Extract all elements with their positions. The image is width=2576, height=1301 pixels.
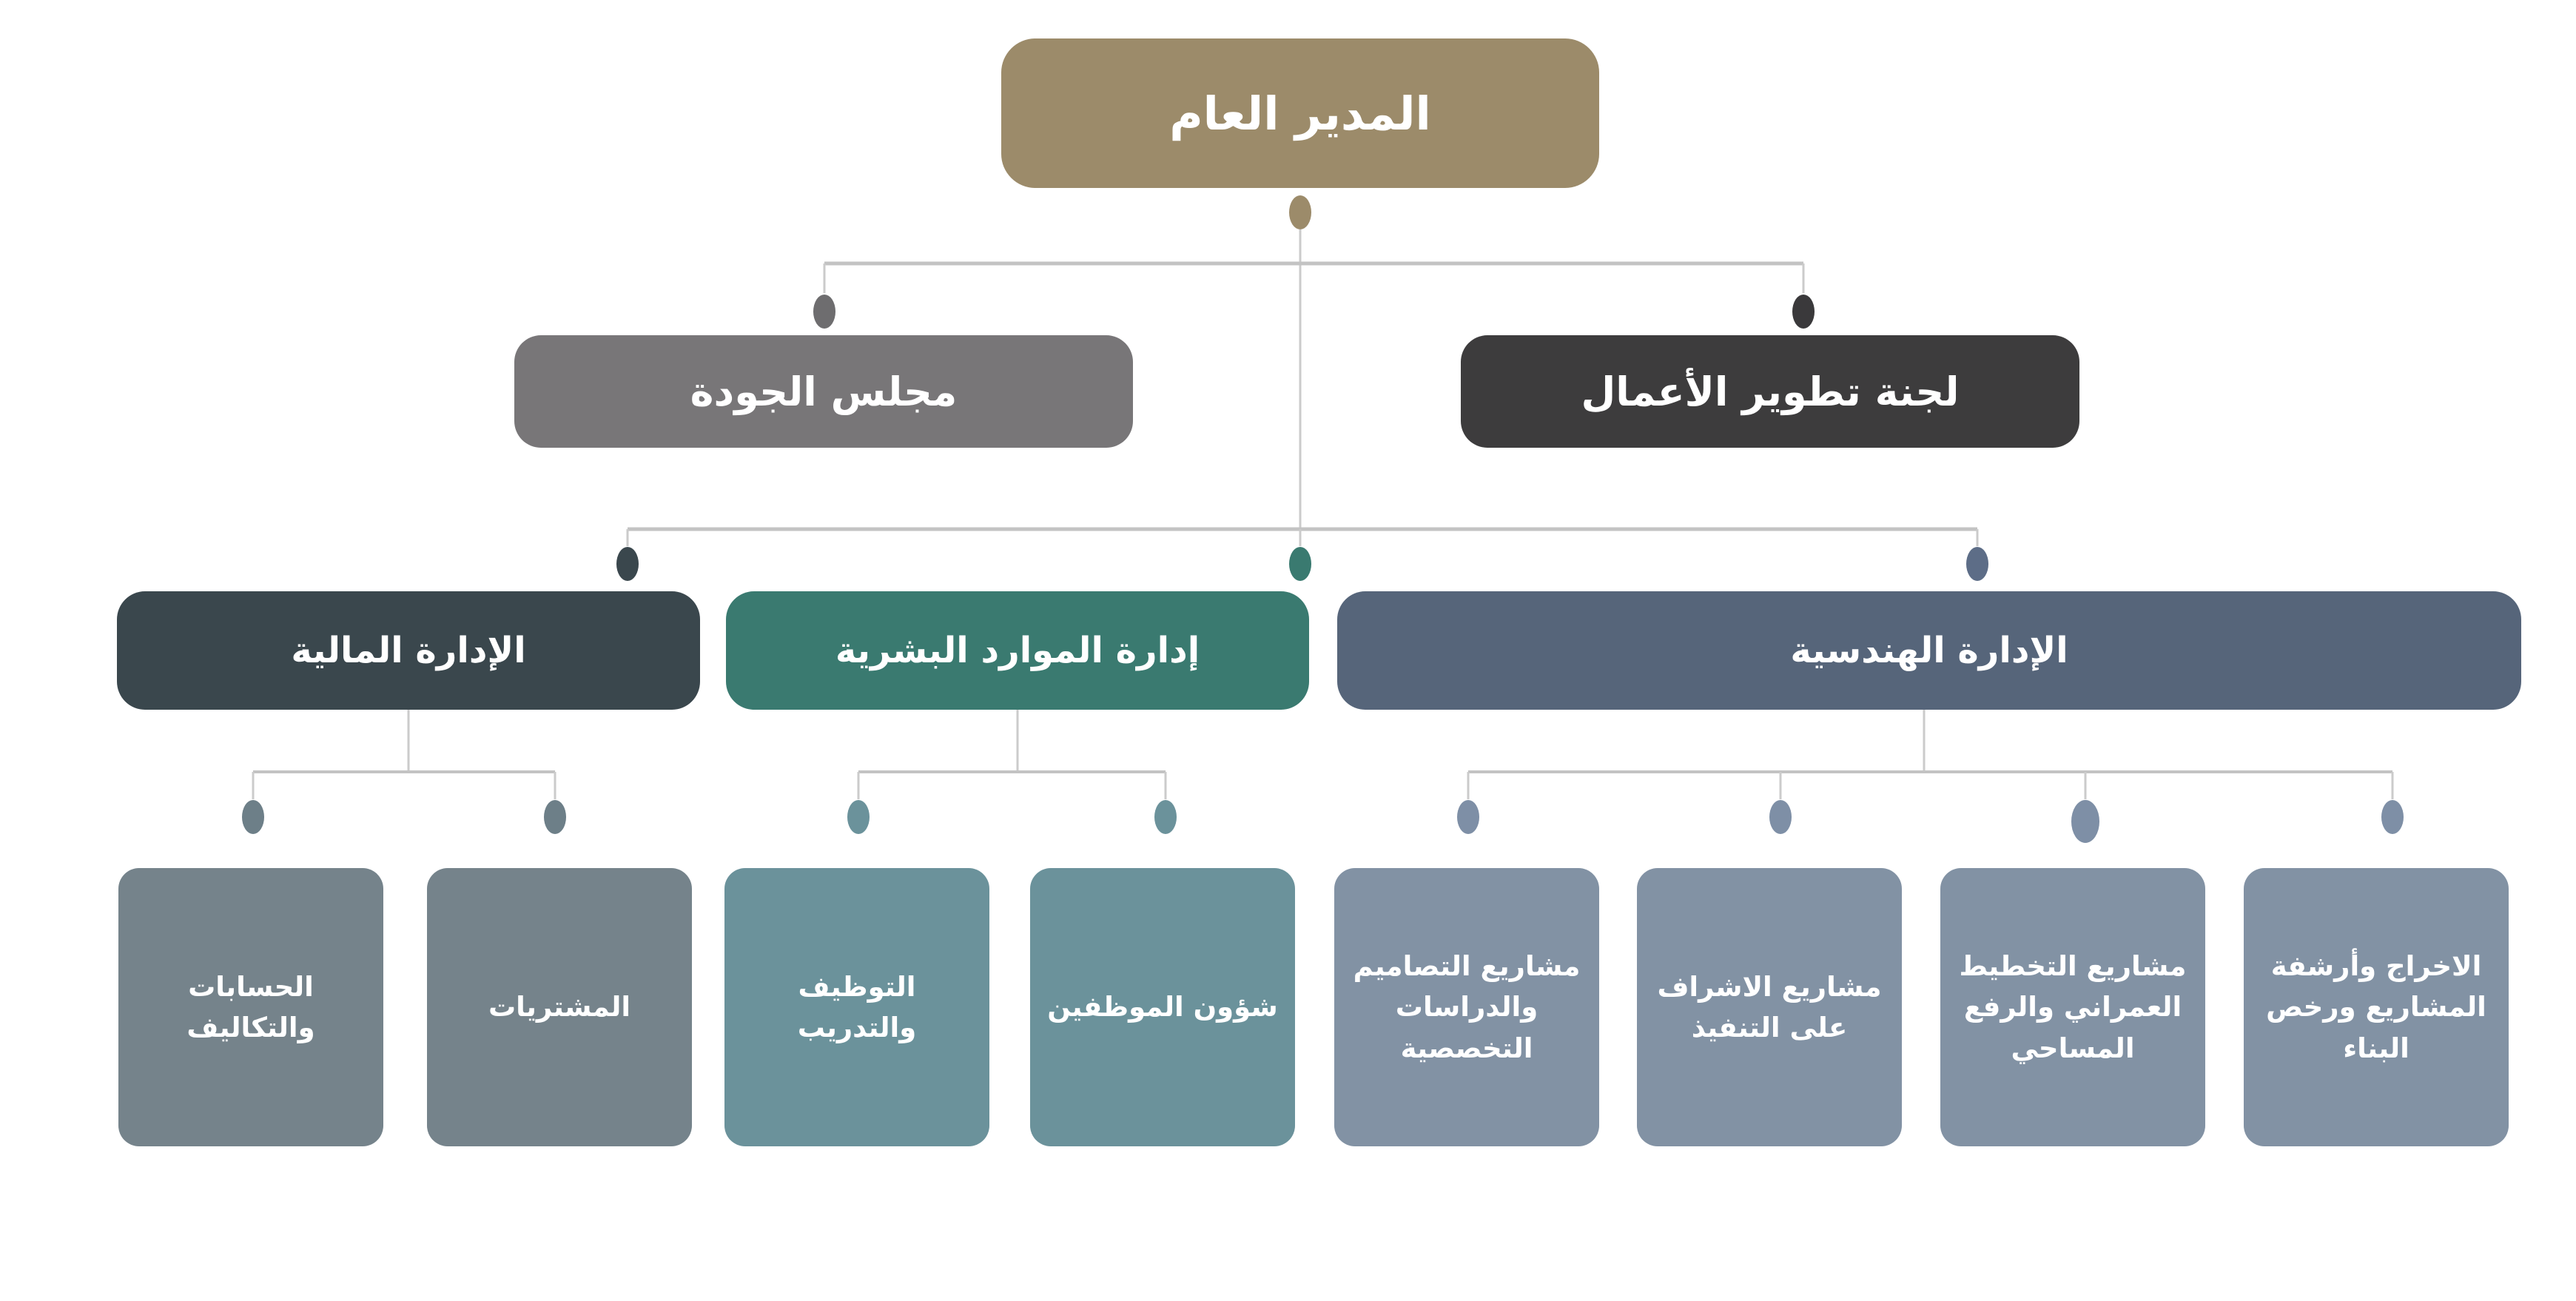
connector-dot-root: [1289, 195, 1311, 229]
connector-dot-employee-affairs: [1154, 800, 1177, 834]
node-employee-affairs: شؤون الموظفين: [1030, 868, 1295, 1146]
node-procurement-label: المشتريات: [488, 991, 631, 1023]
node-employee-affairs-label: شؤون الموظفين: [1047, 991, 1278, 1023]
connector-dot-archiving-permits: [2381, 800, 2404, 834]
node-hr-department: إدارة الموارد البشرية: [726, 591, 1309, 710]
node-business-development-committee-label: لجنة تطوير الأعمال: [1581, 368, 1960, 415]
node-accounts-costs: الحسابات والتكاليف: [118, 868, 383, 1146]
node-accounts-costs-label: الحسابات والتكاليف: [186, 970, 315, 1044]
connector-dot-procurement: [544, 800, 566, 834]
node-hr-department-label: إدارة الموارد البشرية: [835, 630, 1200, 671]
node-business-development-committee: لجنة تطوير الأعمال: [1461, 335, 2079, 448]
node-project-output-archiving-permits: الاخراج وأرشفة المشاريع ورخص البناء: [2244, 868, 2509, 1146]
node-recruitment-training-label: التوظيف والتدريب: [797, 970, 917, 1044]
connector-dot-eng: [1966, 547, 1988, 581]
node-project-output-archiving-permits-label: الاخراج وأرشفة المشاريع ورخص البناء: [2266, 949, 2486, 1064]
node-urban-planning-surveying-projects: مشاريع التخطيط العمراني والرفع المساحي: [1940, 868, 2205, 1146]
node-finance-department-label: الإدارة المالية: [291, 630, 526, 671]
node-engineering-department: الإدارة الهندسية: [1337, 591, 2521, 710]
connector-dot-accounts: [242, 800, 264, 834]
node-design-studies-projects: مشاريع التصاميم والدراسات التخصصية: [1334, 868, 1599, 1146]
node-quality-council-label: مجلس الجودة: [690, 368, 958, 415]
connector-dot-supervision-projects: [1769, 800, 1792, 834]
connector-dot-bizdev: [1792, 295, 1815, 329]
connector-dot-quality: [813, 295, 835, 329]
node-execution-supervision-projects-label: مشاريع الاشراف على التنفيذ: [1657, 970, 1882, 1044]
connector-dot-planning-projects: [2071, 800, 2099, 843]
node-general-manager: المدير العام: [1001, 38, 1599, 188]
node-design-studies-projects-label: مشاريع التصاميم والدراسات التخصصية: [1353, 949, 1581, 1064]
connector-dot-hr: [1289, 547, 1311, 581]
node-execution-supervision-projects: مشاريع الاشراف على التنفيذ: [1637, 868, 1902, 1146]
node-engineering-department-label: الإدارة الهندسية: [1790, 630, 2068, 671]
connector-dot-design-projects: [1457, 800, 1479, 834]
node-finance-department: الإدارة المالية: [117, 591, 700, 710]
node-quality-council: مجلس الجودة: [514, 335, 1133, 448]
connector-dot-recruitment: [847, 800, 870, 834]
node-procurement: المشتريات: [427, 868, 692, 1146]
node-urban-planning-surveying-projects-label: مشاريع التخطيط العمراني والرفع المساحي: [1959, 949, 2187, 1064]
node-general-manager-label: المدير العام: [1169, 86, 1431, 141]
connector-dot-finance: [616, 547, 639, 581]
node-recruitment-training: التوظيف والتدريب: [724, 868, 989, 1146]
